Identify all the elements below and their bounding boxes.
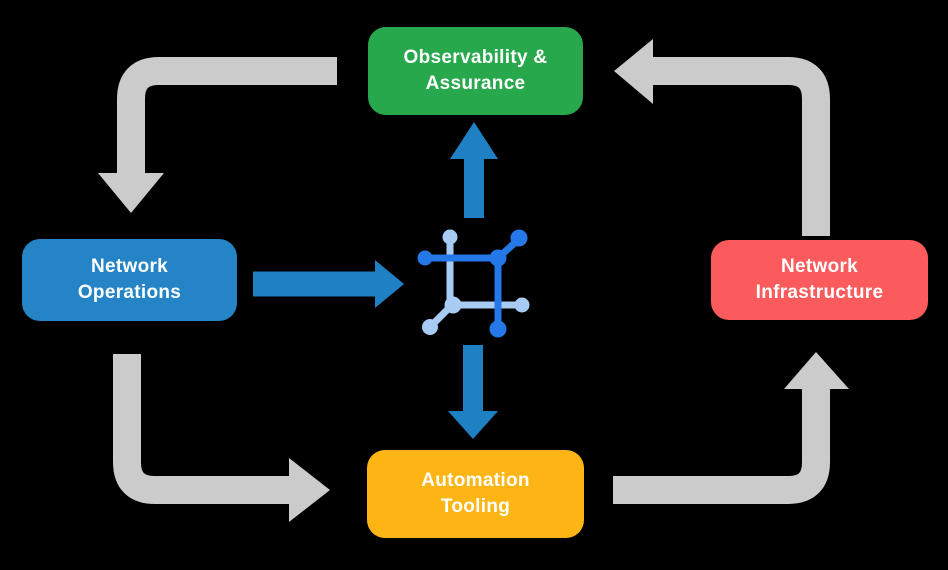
node-observability-assurance: Observability & Assurance: [368, 27, 583, 115]
flow-arrow-center-to-automation: [448, 345, 498, 439]
icon-node: [444, 296, 462, 314]
cycle-arrowhead-right: [289, 458, 330, 522]
flow-arrowhead-down: [448, 411, 498, 439]
node-label-line: Assurance: [425, 73, 526, 94]
flow-arrow-operations-to-center: [253, 260, 404, 308]
node-label-line: Observability &: [403, 46, 548, 68]
icon-node: [422, 319, 438, 335]
flow-arrow-center-to-observability: [450, 122, 498, 218]
cycle-arrow-shaft: [613, 387, 830, 504]
cycle-arrow-infrastructure-to-observability: [614, 39, 830, 236]
cycle-arrow-shaft: [651, 57, 830, 236]
cycle-arrowhead-down: [98, 173, 164, 213]
node-label-line: Tooling: [440, 496, 511, 517]
cycle-arrow-shaft: [113, 354, 291, 504]
cycle-arrow-shaft: [117, 57, 337, 175]
network-icon-light-layer: [422, 229, 530, 335]
icon-node: [514, 297, 530, 313]
node-network-operations: Network Operations: [22, 239, 237, 321]
cycle-arrow-operations-to-automation: [113, 354, 330, 522]
node-label-line: Operations: [77, 282, 182, 303]
cycle-arrowhead-up: [784, 352, 849, 389]
cycle-arrowhead-left: [614, 39, 653, 104]
flow-arrowhead-up: [450, 122, 498, 159]
node-label-line: Infrastructure: [755, 282, 884, 303]
icon-node: [417, 250, 433, 266]
cycle-arrow-observability-to-operations: [98, 57, 337, 213]
flow-arrowhead-right: [375, 260, 404, 308]
node-label-line: Network: [90, 255, 169, 277]
node-automation-tooling: Automation Tooling: [367, 450, 584, 538]
node-network-infrastructure: Network Infrastructure: [711, 240, 928, 320]
icon-node: [510, 229, 528, 247]
network-icon-dark-layer: [417, 229, 528, 338]
icon-node: [442, 229, 458, 245]
node-label-line: Network: [780, 255, 859, 277]
node-label-line: Automation: [421, 469, 530, 491]
icon-node: [489, 320, 507, 338]
cycle-arrow-automation-to-infrastructure: [613, 352, 849, 504]
icon-node: [489, 249, 507, 267]
network-nodes-icon: [417, 229, 530, 338]
